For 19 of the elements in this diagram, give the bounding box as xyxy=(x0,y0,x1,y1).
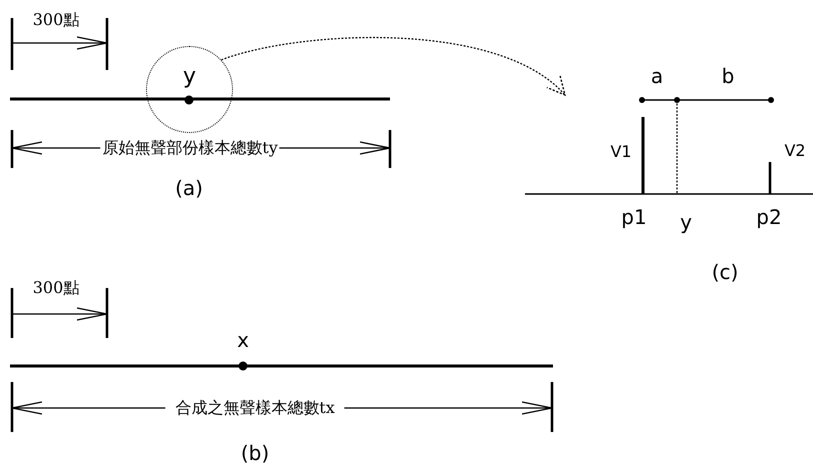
panel-label: (a) xyxy=(175,178,203,198)
interpolation-drawing xyxy=(525,97,813,195)
value-label: V2 xyxy=(784,143,806,159)
point-label: a xyxy=(650,66,664,86)
dotted-circle xyxy=(146,46,233,133)
panel-label: (c) xyxy=(712,262,738,282)
dotted-arrow xyxy=(221,37,566,96)
point-label: y xyxy=(182,66,196,88)
point-label: y xyxy=(680,212,692,232)
point-label: x xyxy=(237,330,249,350)
dimension-label: 300點 xyxy=(30,12,82,28)
point-label: p2 xyxy=(756,207,782,227)
value-label: V1 xyxy=(610,144,632,160)
dimension-label: 原始無聲部份樣本總數ty xyxy=(100,140,280,156)
point-label: b xyxy=(722,66,734,86)
panel-label: (b) xyxy=(240,443,270,463)
dimension-label: 合成之無聲樣本總數tx xyxy=(165,400,345,416)
dimension-label: 300點 xyxy=(30,280,82,296)
point-label: p1 xyxy=(621,207,647,227)
